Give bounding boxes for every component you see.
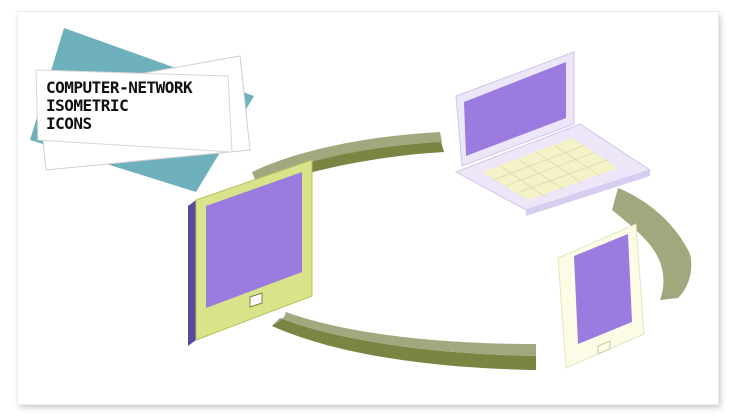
tablet-icon <box>188 159 313 346</box>
laptop-icon <box>454 51 652 216</box>
ring-segment-right <box>612 188 692 300</box>
banner-front-paper <box>35 69 233 153</box>
network-ring <box>252 132 692 370</box>
tablet-edge <box>188 200 196 346</box>
tablet-screen <box>206 172 302 308</box>
laptop-base-edge <box>526 170 650 216</box>
phone-screen <box>574 234 632 344</box>
phone-home-button <box>597 340 611 355</box>
tablet-home-button <box>249 292 263 308</box>
laptop-screen <box>464 62 566 156</box>
laptop-key-grid <box>492 144 608 198</box>
ring-segment-top-side <box>256 138 444 190</box>
ring-segment-bottom <box>272 312 536 356</box>
phone-icon <box>557 223 645 369</box>
ring-segment-bottom-side <box>272 318 536 370</box>
title-banner <box>30 28 254 192</box>
ring-segment-top <box>252 132 442 182</box>
